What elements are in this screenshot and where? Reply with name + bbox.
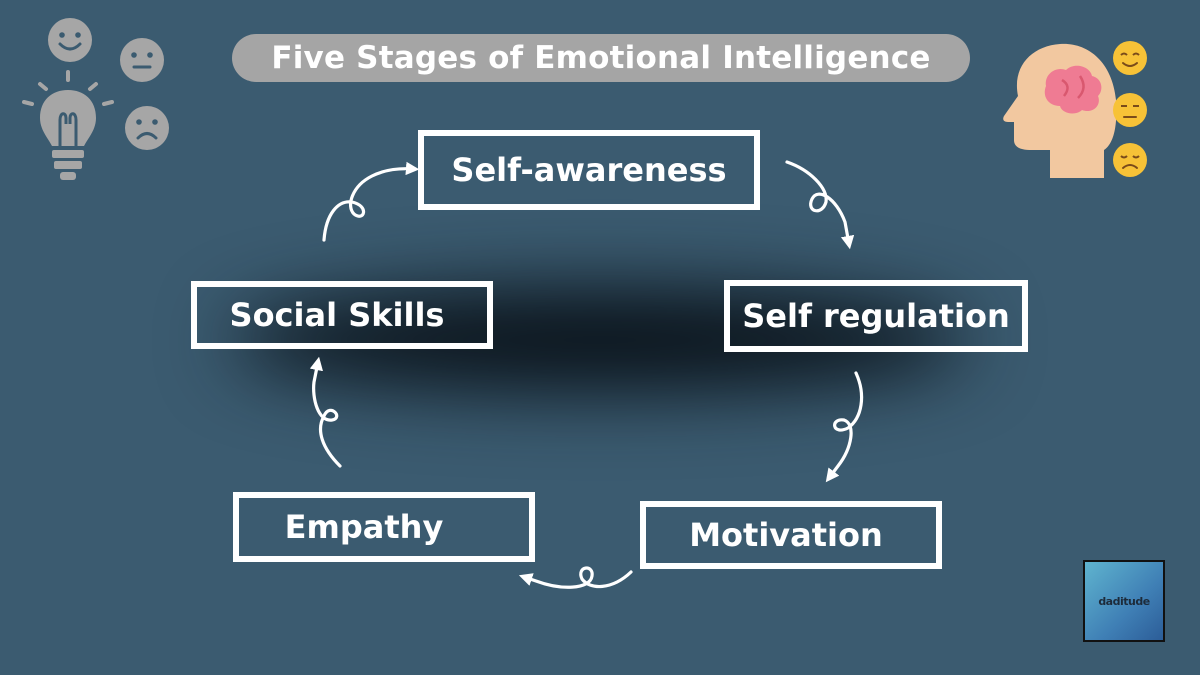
lightbulb-icon [22, 70, 114, 180]
sad-emoji-icon [1113, 143, 1147, 177]
stage-label: Motivation [689, 516, 883, 554]
stage-social-skills: Social Skills [191, 281, 493, 349]
stage-self-regulation: Self regulation [724, 280, 1028, 352]
arrow-self-regulation-to-motivation [825, 371, 864, 483]
stage-motivation: Motivation [640, 501, 942, 569]
happy-face-icon [48, 18, 92, 62]
diagram-title: Five Stages of Emotional Intelligence [271, 40, 931, 76]
logo-text: daditude [1098, 594, 1150, 608]
title-banner: Five Stages of Emotional Intelligence [232, 34, 970, 82]
arrow-empathy-to-social-skills [309, 356, 342, 468]
brand-logo: daditude [1083, 560, 1165, 642]
arrow-self-awareness-to-self-regulation [785, 160, 855, 250]
stage-self-awareness: Self-awareness [418, 130, 760, 210]
stage-empathy: Empathy [233, 492, 535, 562]
stage-label: Self-awareness [451, 151, 727, 189]
head-brain-icon [1003, 43, 1117, 179]
content-emoji-icon [1113, 41, 1147, 75]
center-shadow [230, 290, 970, 390]
neutral-emoji-icon [1113, 93, 1147, 127]
stage-label: Social Skills [229, 296, 445, 334]
sad-face-icon [125, 106, 169, 150]
arrow-social-skills-to-self-awareness [322, 161, 420, 242]
neutral-face-icon [120, 38, 164, 82]
stage-label: Empathy [284, 508, 444, 546]
stage-label: Self regulation [742, 297, 1010, 335]
arrow-motivation-to-empathy [518, 566, 633, 589]
